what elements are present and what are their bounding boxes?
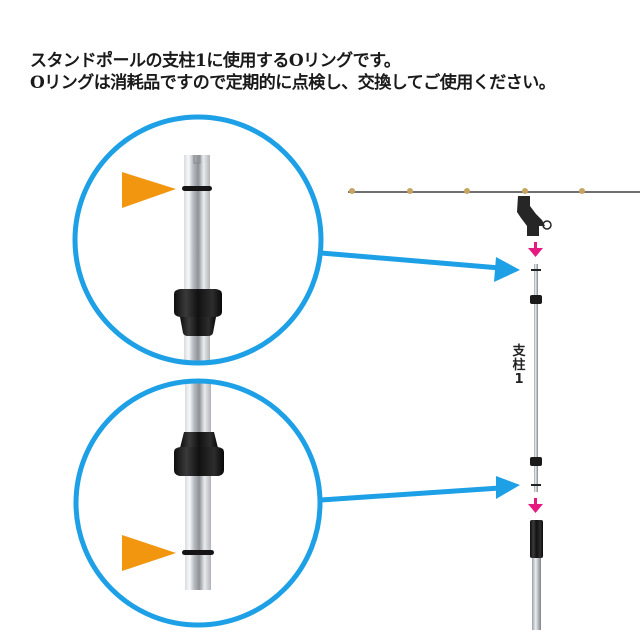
top-o-ring-detail <box>72 114 324 366</box>
arrow-head-icon <box>494 257 520 282</box>
caption: スタンドポールの支柱1に使用するOリングです。 Oリングは消耗品ですので定期的に… <box>30 50 630 94</box>
coupler <box>530 520 543 558</box>
nozzle-icons <box>349 188 585 194</box>
o-ring-mark-bottom <box>531 484 541 486</box>
part-label-post-1: 支 柱 1 <box>512 344 526 387</box>
o-ring <box>182 550 214 555</box>
arrow-head-icon <box>496 476 520 499</box>
o-ring-mark-top <box>531 269 541 271</box>
spray-boom <box>348 188 640 236</box>
knob-upper <box>174 447 224 476</box>
pole-section-1 <box>530 264 542 492</box>
o-ring <box>182 186 212 191</box>
pole-slot <box>193 155 201 164</box>
knob-upper <box>174 289 222 317</box>
bottom-o-ring-detail <box>73 378 323 628</box>
callout-circle <box>72 114 324 366</box>
knob-lower <box>180 317 216 336</box>
knob-lower <box>180 432 218 448</box>
knob-bottom <box>530 457 542 466</box>
orange-pointer-icon <box>122 172 176 208</box>
caption-line-1: スタンドポールの支柱1に使用するOリングです。 <box>30 51 401 71</box>
down-arrow-icon-top <box>528 242 543 257</box>
caption-line-2: Oリングは消耗品ですので定期的に点検し、交換してご使用ください。 <box>30 73 556 93</box>
callout-circle <box>73 378 323 628</box>
orange-pointer-icon <box>122 535 176 571</box>
swivel-joint-icon <box>517 196 545 236</box>
lower-pole <box>530 520 543 630</box>
connector-arrow-top <box>320 250 520 282</box>
down-arrow-icon-bottom <box>528 498 543 513</box>
knob-top <box>530 295 542 304</box>
connector-arrow-bottom <box>320 476 520 503</box>
pole-tube <box>185 382 211 590</box>
